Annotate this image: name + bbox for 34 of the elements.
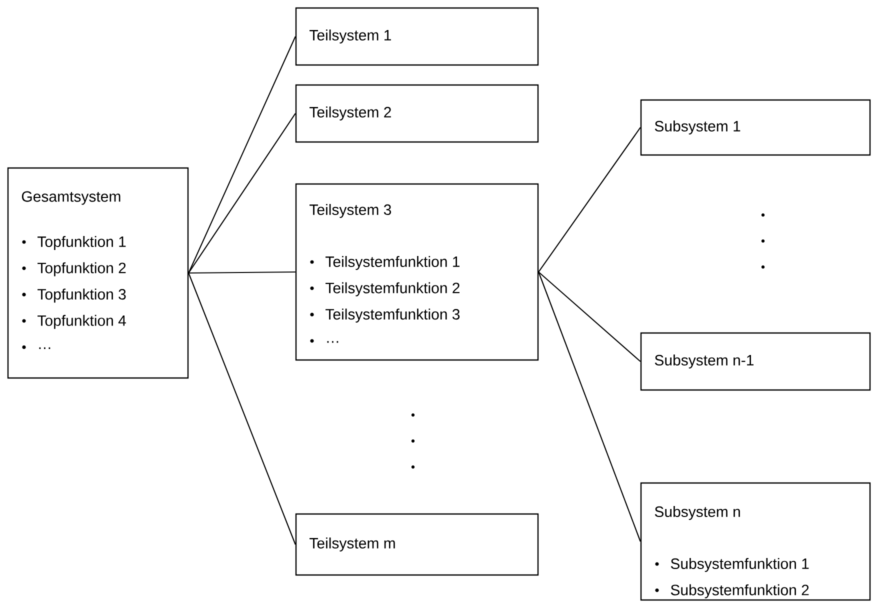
system-box — [640, 482, 871, 601]
box-title: Teilsystem 1 — [310, 30, 391, 44]
box-title: Teilsystem m — [310, 538, 395, 552]
bullet-item: Teilsystemfunktion 2 — [310, 282, 460, 296]
system-box — [640, 99, 871, 156]
connector-line — [188, 113, 296, 274]
bullet-item: … — [22, 345, 50, 349]
connector-line — [188, 272, 296, 545]
system-box — [640, 332, 871, 391]
system-box — [295, 183, 539, 361]
box-title: Subsystem n — [654, 506, 740, 520]
box-title: Subsystem 1 — [654, 120, 740, 134]
bullet-item: Topfunktion 1 — [22, 236, 126, 250]
bullet-item: Teilsystemfunktion 3 — [310, 308, 460, 323]
box-title: Teilsystem 2 — [310, 106, 391, 120]
bullet-item: Teilsystemfunktion 1 — [310, 256, 460, 270]
connector-line — [538, 127, 641, 272]
bullet-item: Topfunktion 3 — [22, 288, 126, 303]
system-box — [295, 7, 539, 66]
system-box — [295, 84, 539, 143]
bullet-item: Topfunktion 2 — [22, 262, 126, 276]
connector-line — [538, 272, 641, 362]
bullet-item: … — [310, 339, 338, 343]
box-title: Gesamtsystem — [22, 191, 120, 205]
bullet-item: Topfunktion 4 — [22, 314, 126, 329]
system-box — [7, 167, 189, 379]
box-title: Subsystem n-1 — [654, 354, 754, 368]
connector-line — [538, 272, 641, 542]
system-box — [295, 513, 539, 576]
bullet-item: Subsystemfunktion 2 — [655, 584, 809, 598]
bullet-item: Subsystemfunktion 1 — [655, 558, 809, 572]
connector-line — [188, 271, 296, 274]
box-title: Teilsystem 3 — [310, 204, 392, 218]
connector-line — [188, 36, 296, 274]
